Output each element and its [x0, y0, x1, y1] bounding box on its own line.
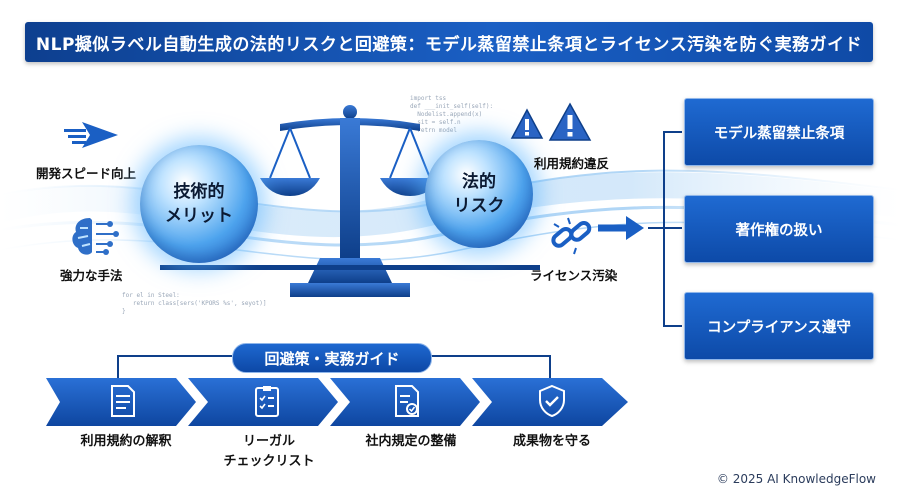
document-icon [111, 385, 135, 417]
guide-title: 回避策・実務ガイド [264, 349, 400, 368]
speed-label: 開発スピード向上 [36, 166, 137, 181]
compliance-box: コンプライアンス遵守 [684, 292, 874, 360]
chevron-step-4 [472, 378, 628, 426]
brain-circuit-icon [72, 218, 119, 255]
shield-check-icon [539, 384, 565, 418]
compliance-label: コンプライアンス遵守 [707, 319, 851, 336]
license-contamination-label: ライセンス汚染 [530, 268, 618, 283]
step-label-4: 成果物を守る [512, 434, 591, 449]
copyright-notice: © 2025 AI KnowledgeFlow [716, 472, 876, 486]
copyright-handling-box: 著作権の扱い [684, 195, 874, 263]
model-distillation-label: モデル蒸留禁止条項 [713, 125, 845, 142]
code-snippet-bottom: for el in Steel: return class[sers('KPOR… [122, 292, 267, 315]
policy-document-icon [395, 385, 419, 417]
merit-orb: 技術的 メリット [140, 145, 258, 263]
checklist-icon [255, 386, 279, 417]
speed-arrow-icon [64, 122, 118, 148]
step-label-1: 利用規約の解釈 [80, 434, 172, 449]
code-snippet-top: import tss def ___init_self(self): Nodel… [410, 95, 494, 134]
guide-title-badge: 回避策・実務ガイド [232, 343, 432, 373]
step-label-3: 社内規定の整備 [365, 434, 457, 449]
terms-violation-label: 利用規約違反 [534, 156, 610, 171]
warning-icon-large [548, 102, 592, 141]
page-title: NLP擬似ラベル自動生成の法的リスクと回避策：モデル蒸留禁止条項とライセンス汚染… [35, 34, 863, 55]
model-distillation-box: モデル蒸留禁止条項 [684, 98, 874, 166]
copyright-handling-label: 著作権の扱い [735, 222, 823, 239]
risk-orb-label: 法的 リスク [453, 172, 505, 216]
broken-chain-icon [551, 217, 592, 255]
connector-bracket [598, 131, 682, 327]
merit-orb-label: 技術的 メリット [165, 182, 233, 226]
method-label: 強力な手法 [60, 268, 123, 283]
risk-orb: 法的 リスク [425, 140, 533, 248]
warning-icon [510, 108, 544, 139]
chevron-step-2 [188, 378, 338, 426]
title-banner: NLP擬似ラベル自動生成の法的リスクと回避策：モデル蒸留禁止条項とライセンス汚染… [25, 22, 873, 62]
process-chevrons [46, 378, 628, 426]
step-label-2: リーガル チェックリスト [223, 434, 315, 469]
